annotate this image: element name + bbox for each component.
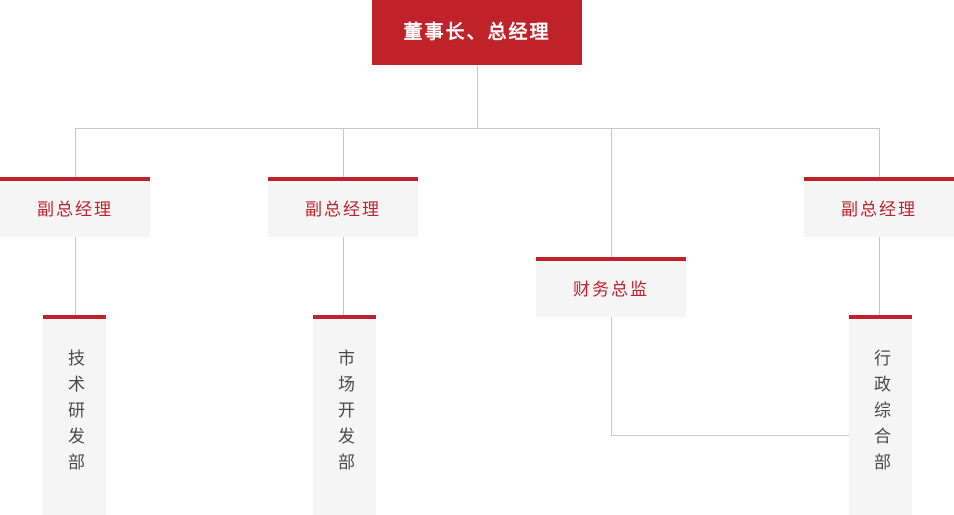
node-label-vice-general-manager-1: 副总经理 (37, 199, 113, 219)
node-chairman-general-manager[interactable]: 董事长、总经理 (372, 0, 582, 65)
connector-root-down (477, 65, 478, 128)
node-vice-general-manager-2[interactable]: 副总经理 (268, 177, 418, 237)
node-department-rd[interactable]: 技术研发部 (43, 315, 106, 515)
connector-bus-to-vp-2 (343, 128, 344, 177)
connector-bus-horizontal (75, 128, 880, 129)
connector-cfo-to-dept-admin (611, 435, 849, 436)
node-department-market[interactable]: 市场开发部 (313, 315, 376, 515)
connector-cfo-down (611, 317, 612, 436)
node-label-finance-director: 财务总监 (573, 279, 649, 299)
node-department-admin[interactable]: 行政综合部 (849, 315, 912, 515)
connector-vp1-to-dept-rd (75, 237, 76, 315)
node-label-department-rd: 技术研发部 (65, 349, 84, 479)
node-label-department-admin: 行政综合部 (871, 349, 890, 479)
node-vice-general-manager-1[interactable]: 副总经理 (0, 177, 150, 237)
node-vice-general-manager-3[interactable]: 副总经理 (804, 177, 954, 237)
connector-bus-to-vp-1 (75, 128, 76, 177)
connector-bus-to-vp-3 (879, 128, 880, 177)
node-label-chairman: 董事长、总经理 (403, 22, 551, 43)
connector-vp3-to-dept-admin (879, 237, 880, 315)
connector-bus-to-cfo (611, 128, 612, 257)
node-finance-director[interactable]: 财务总监 (536, 257, 686, 317)
node-label-vice-general-manager-2: 副总经理 (305, 199, 381, 219)
connector-vp2-to-dept-market (343, 237, 344, 315)
node-label-vice-general-manager-3: 副总经理 (841, 199, 917, 219)
node-label-department-market: 市场开发部 (335, 349, 354, 479)
